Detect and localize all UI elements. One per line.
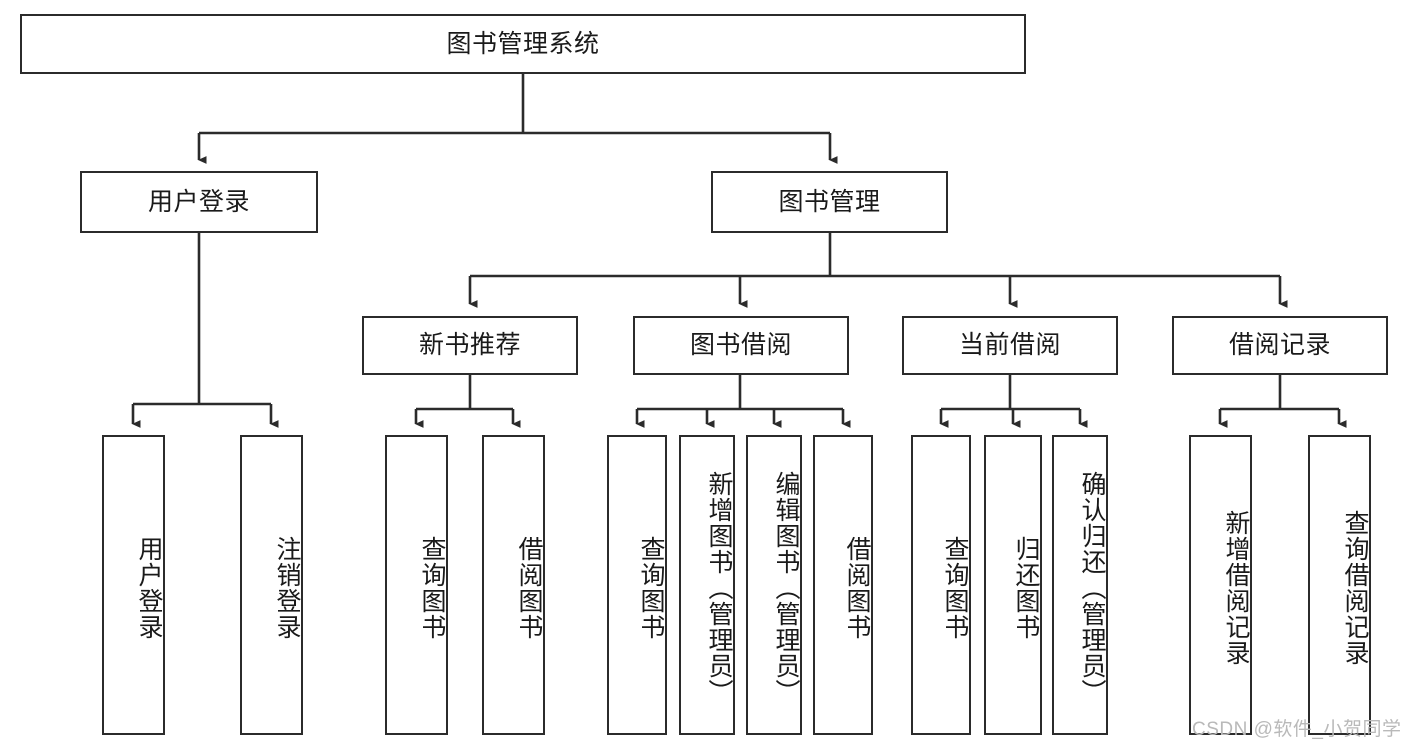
leaf-label: 查询借阅记录: [1341, 510, 1369, 666]
node-leaf-return-book[interactable]: 归还图书: [984, 435, 1042, 735]
node-leaf-query-book-current[interactable]: 查询图书: [911, 435, 971, 735]
node-leaf-edit-book-admin[interactable]: 编辑图书（管理员）: [746, 435, 802, 735]
leaf-label: 编辑图书（管理员）: [772, 471, 800, 705]
node-leaf-query-book-borrow[interactable]: 查询图书: [607, 435, 667, 735]
leaf-label: 用户登录: [135, 536, 163, 640]
leaf-label: 借阅图书: [515, 536, 543, 640]
csdn-watermark: CSDN @软件_小贺同学: [1192, 719, 1402, 740]
leaf-label: 查询图书: [418, 536, 446, 640]
node-leaf-logout-login[interactable]: 注销登录: [240, 435, 303, 735]
node-book-management[interactable]: 图书管理: [711, 171, 948, 233]
node-leaf-user-login[interactable]: 用户登录: [102, 435, 165, 735]
node-leaf-borrow-book-borrow[interactable]: 借阅图书: [813, 435, 873, 735]
leaf-label: 查询图书: [941, 536, 969, 640]
node-book-borrow[interactable]: 图书借阅: [633, 316, 849, 375]
node-book-management-system[interactable]: 图书管理系统: [20, 14, 1026, 74]
node-current-borrow[interactable]: 当前借阅: [902, 316, 1118, 375]
leaf-label: 新增图书（管理员）: [705, 471, 733, 705]
node-leaf-confirm-return-admin[interactable]: 确认归还（管理员）: [1052, 435, 1108, 735]
leaf-label: 查询图书: [637, 536, 665, 640]
leaf-label: 注销登录: [273, 536, 301, 640]
node-leaf-query-borrow-record[interactable]: 查询借阅记录: [1308, 435, 1371, 735]
leaf-label: 归还图书: [1012, 536, 1040, 640]
leaf-label: 确认归还（管理员）: [1078, 471, 1106, 705]
node-borrow-record[interactable]: 借阅记录: [1172, 316, 1388, 375]
node-leaf-borrow-book-recommend[interactable]: 借阅图书: [482, 435, 545, 735]
node-user-login[interactable]: 用户登录: [80, 171, 318, 233]
node-leaf-add-book-admin[interactable]: 新增图书（管理员）: [679, 435, 735, 735]
leaf-label: 借阅图书: [843, 536, 871, 640]
node-leaf-add-borrow-record[interactable]: 新增借阅记录: [1189, 435, 1252, 735]
node-new-book-recommend[interactable]: 新书推荐: [362, 316, 578, 375]
leaf-label: 新增借阅记录: [1222, 510, 1250, 666]
node-leaf-query-book-recommend[interactable]: 查询图书: [385, 435, 448, 735]
